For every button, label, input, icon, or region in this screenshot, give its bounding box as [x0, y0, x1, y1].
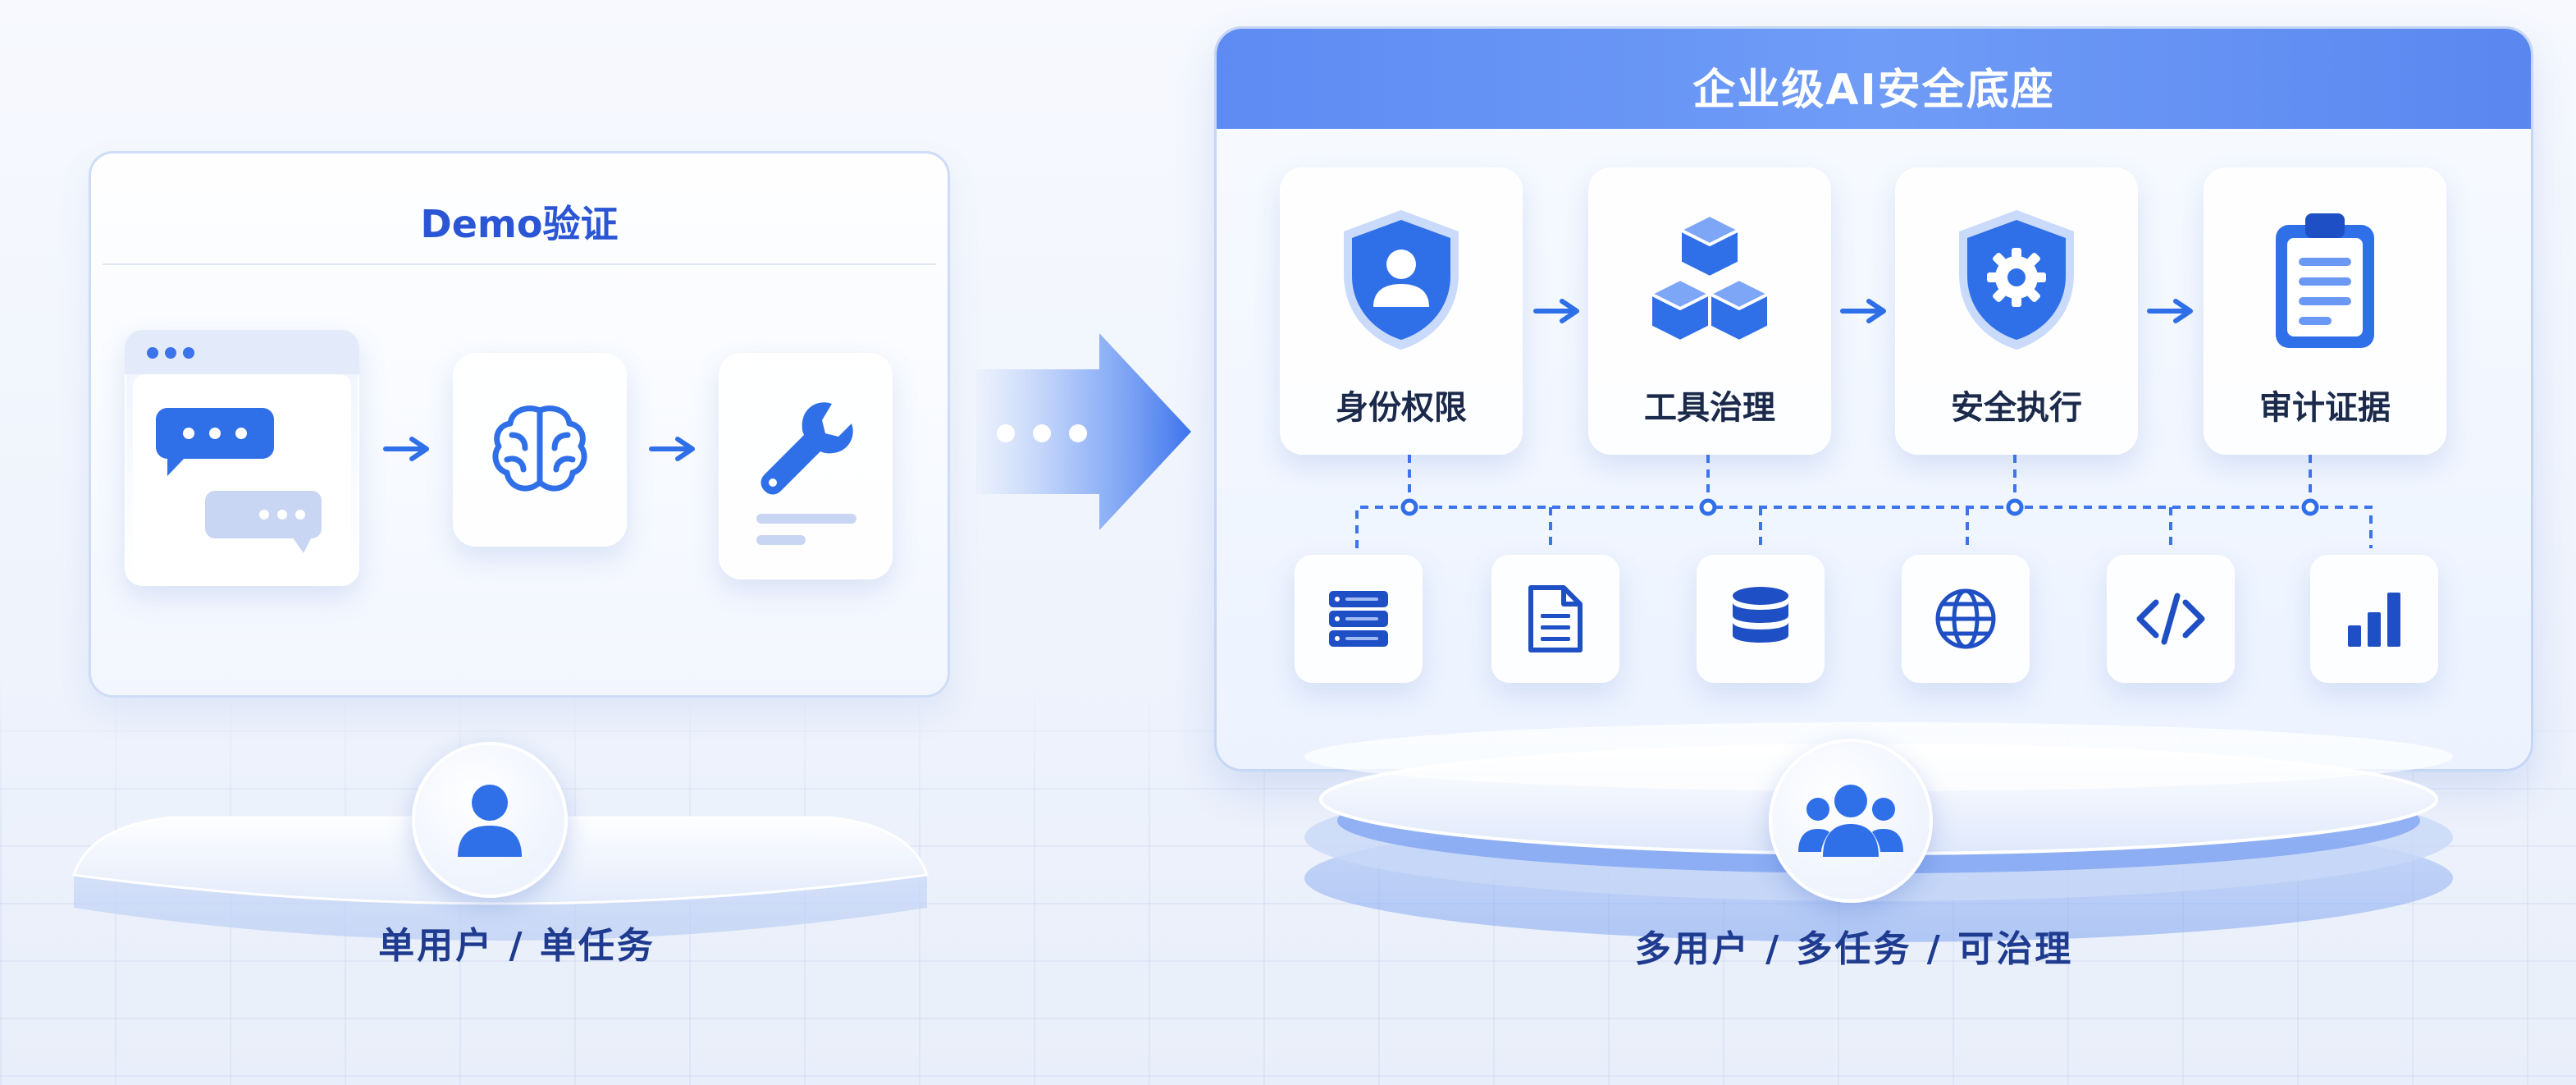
module-card-audit: 审计证据 — [2204, 167, 2446, 455]
enterprise-panel-header — [1217, 29, 2531, 129]
wrench-card — [719, 353, 893, 579]
multi-user-badge — [1769, 739, 1933, 903]
module-label: 身份权限 — [1336, 389, 1467, 427]
flow-arrow-icon — [1840, 299, 1886, 323]
user-icon — [458, 785, 522, 857]
chat-window-card — [125, 330, 359, 586]
transition-arrow — [976, 333, 1191, 530]
resource-card — [2310, 555, 2438, 683]
left-platform-label: 单用户 / 单任务 — [378, 925, 655, 967]
brain-card — [453, 353, 627, 547]
module-label: 工具治理 — [1644, 389, 1775, 427]
flow-arrow-icon — [2147, 299, 2193, 323]
window-titlebar — [125, 330, 359, 374]
module-card-execution: 安全执行 — [1895, 167, 2138, 455]
demo-panel-title: Demo验证 — [420, 202, 619, 246]
divider — [103, 263, 936, 265]
connector-network — [1355, 455, 2373, 548]
resource-card — [1295, 555, 1423, 683]
text-line — [756, 514, 856, 524]
group-users-icon — [1798, 785, 1903, 857]
flow-arrow-icon — [1533, 299, 1579, 323]
text-line — [756, 535, 806, 545]
resource-card — [1902, 555, 2030, 683]
code-icon — [2136, 593, 2205, 645]
flow-arrow-icon — [649, 437, 695, 461]
single-user-badge — [412, 742, 568, 898]
wrench-icon — [760, 402, 853, 495]
chat-bubbles-icon — [147, 347, 322, 553]
server-icon — [1329, 591, 1388, 647]
module-label: 安全执行 — [1951, 389, 2082, 427]
globe-icon — [1935, 588, 1996, 649]
bar-chart-icon — [2348, 593, 2400, 647]
resource-card — [2107, 555, 2235, 683]
right-platform-label: 多用户 / 多任务 / 可治理 — [1634, 928, 2074, 970]
document-icon — [1528, 585, 1583, 652]
shield-user-icon — [1344, 210, 1459, 350]
flow-arrow-icon — [383, 437, 429, 461]
cubes-icon — [1649, 213, 1770, 343]
module-card-tools: 工具治理 — [1588, 167, 1831, 455]
resource-card — [1491, 555, 1619, 683]
shield-gear-icon — [1959, 210, 2074, 350]
module-label: 审计证据 — [2259, 389, 2391, 427]
database-icon — [1733, 587, 1788, 643]
resource-card — [1697, 555, 1825, 683]
clipboard-icon — [2276, 213, 2374, 348]
enterprise-panel-title: 企业级AI安全底座 — [1692, 66, 2055, 115]
module-card-identity: 身份权限 — [1280, 167, 1523, 455]
brain-icon — [492, 405, 587, 492]
